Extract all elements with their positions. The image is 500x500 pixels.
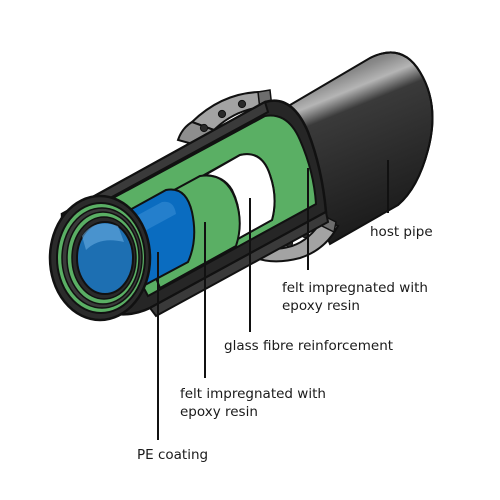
label-glass-fibre: glass fibre reinforcement xyxy=(224,338,393,354)
label-felt-inner-line2: epoxy resin xyxy=(180,404,258,420)
label-felt-outer-line1: felt impregnated with xyxy=(282,280,428,296)
label-felt-outer-line2: epoxy resin xyxy=(282,298,360,314)
pipe-front-end xyxy=(48,194,152,322)
label-felt-inner-line1: felt impregnated with xyxy=(180,386,326,402)
host-pipe xyxy=(266,51,434,246)
label-pe-coating: PE coating xyxy=(137,447,208,463)
shell-cut-edges xyxy=(60,100,330,318)
label-host-pipe: host pipe xyxy=(370,224,433,240)
labels: host pipe felt impregnated with epoxy re… xyxy=(137,224,433,463)
leader-lines xyxy=(157,160,389,440)
